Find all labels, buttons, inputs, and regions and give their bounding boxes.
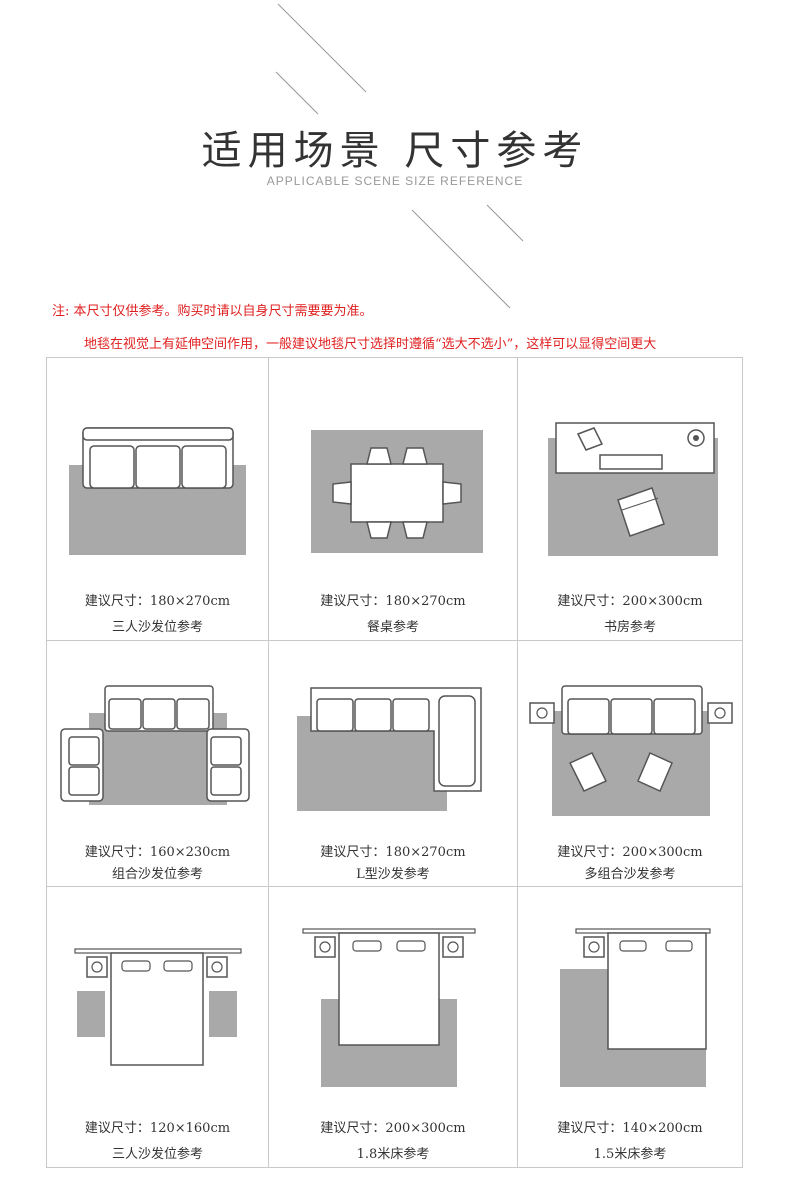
scene-card: 建议尺寸：200×300cm 多组合沙发参考 (518, 641, 742, 886)
bed-1-5m-icon (560, 928, 711, 1087)
scene-grid: 建议尺寸：180×270cm 三人沙发位参考 建议尺寸：180×270cm 餐桌… (46, 357, 743, 1168)
scene-desc: 多组合沙发参考 (584, 867, 676, 882)
scene-desc: L型沙发参考 (356, 867, 430, 882)
scene-desc: 三人沙发位参考 (111, 620, 203, 635)
scene-card: 建议尺寸：200×300cm 1.8米床参考 (269, 887, 517, 1167)
bed-side-rugs-icon (74, 948, 242, 1066)
scene-desc: 组合沙发位参考 (111, 867, 203, 882)
scene-card: 建议尺寸：160×230cm 组合沙发位参考 (47, 641, 268, 886)
l-shaped-sofa-icon (297, 687, 482, 811)
scene-card: 建议尺寸：120×160cm 三人沙发位参考 (47, 887, 268, 1167)
study-desk-icon (548, 422, 718, 556)
scene-card: 建议尺寸：140×200cm 1.5米床参考 (518, 887, 742, 1167)
scene-size: 建议尺寸：180×270cm (320, 594, 466, 609)
combo-sofa-icon (60, 685, 250, 805)
dining-table-icon (311, 430, 483, 553)
scene-card: 建议尺寸：200×300cm 书房参考 (518, 358, 742, 640)
scene-size: 建议尺寸：180×270cm (84, 594, 231, 609)
scene-size: 建议尺寸：200×300cm (557, 594, 703, 609)
note-line-2: 地毯在视觉上有延伸空间作用，一般建议地毯尺寸选择时遵循“选大不选小”，这样可以显… (84, 337, 657, 352)
scene-desc: 餐桌参考 (366, 620, 419, 635)
bed-1-8m-icon (302, 928, 476, 1087)
grid-divider (47, 886, 742, 887)
multi-sofa-icon (529, 685, 733, 816)
scene-card: 建议尺寸：180×270cm L型沙发参考 (269, 641, 517, 886)
scene-size: 建议尺寸：200×300cm (557, 845, 703, 860)
scene-size: 建议尺寸：140×200cm (557, 1121, 703, 1136)
page-subtitle: APPLICABLE SCENE SIZE REFERENCE (266, 174, 524, 188)
scene-card: 建议尺寸：180×270cm 三人沙发位参考 (47, 358, 268, 640)
scene-size: 建议尺寸：160×230cm (84, 845, 231, 860)
scene-size: 建议尺寸：180×270cm (320, 845, 466, 860)
grid-divider (47, 640, 742, 641)
scene-size: 建议尺寸：200×300cm (320, 1121, 466, 1136)
grid-divider (517, 358, 518, 1167)
scene-desc: 1.5米床参考 (593, 1147, 667, 1162)
scene-desc: 三人沙发位参考 (111, 1147, 203, 1162)
page-title: 适用场景 尺寸参考 (201, 128, 589, 174)
scene-desc: 书房参考 (603, 620, 656, 635)
scene-size: 建议尺寸：120×160cm (84, 1121, 231, 1136)
decorative-lines (275, 3, 524, 309)
scene-card: 建议尺寸：180×270cm 餐桌参考 (269, 358, 517, 640)
grid-divider (268, 358, 269, 1167)
three-seat-sofa-icon (69, 427, 246, 555)
scene-desc: 1.8米床参考 (356, 1147, 430, 1162)
note-line-1: 注: 本尺寸仅供参考。购买时请以自身尺寸需要要为准。 (52, 304, 373, 319)
